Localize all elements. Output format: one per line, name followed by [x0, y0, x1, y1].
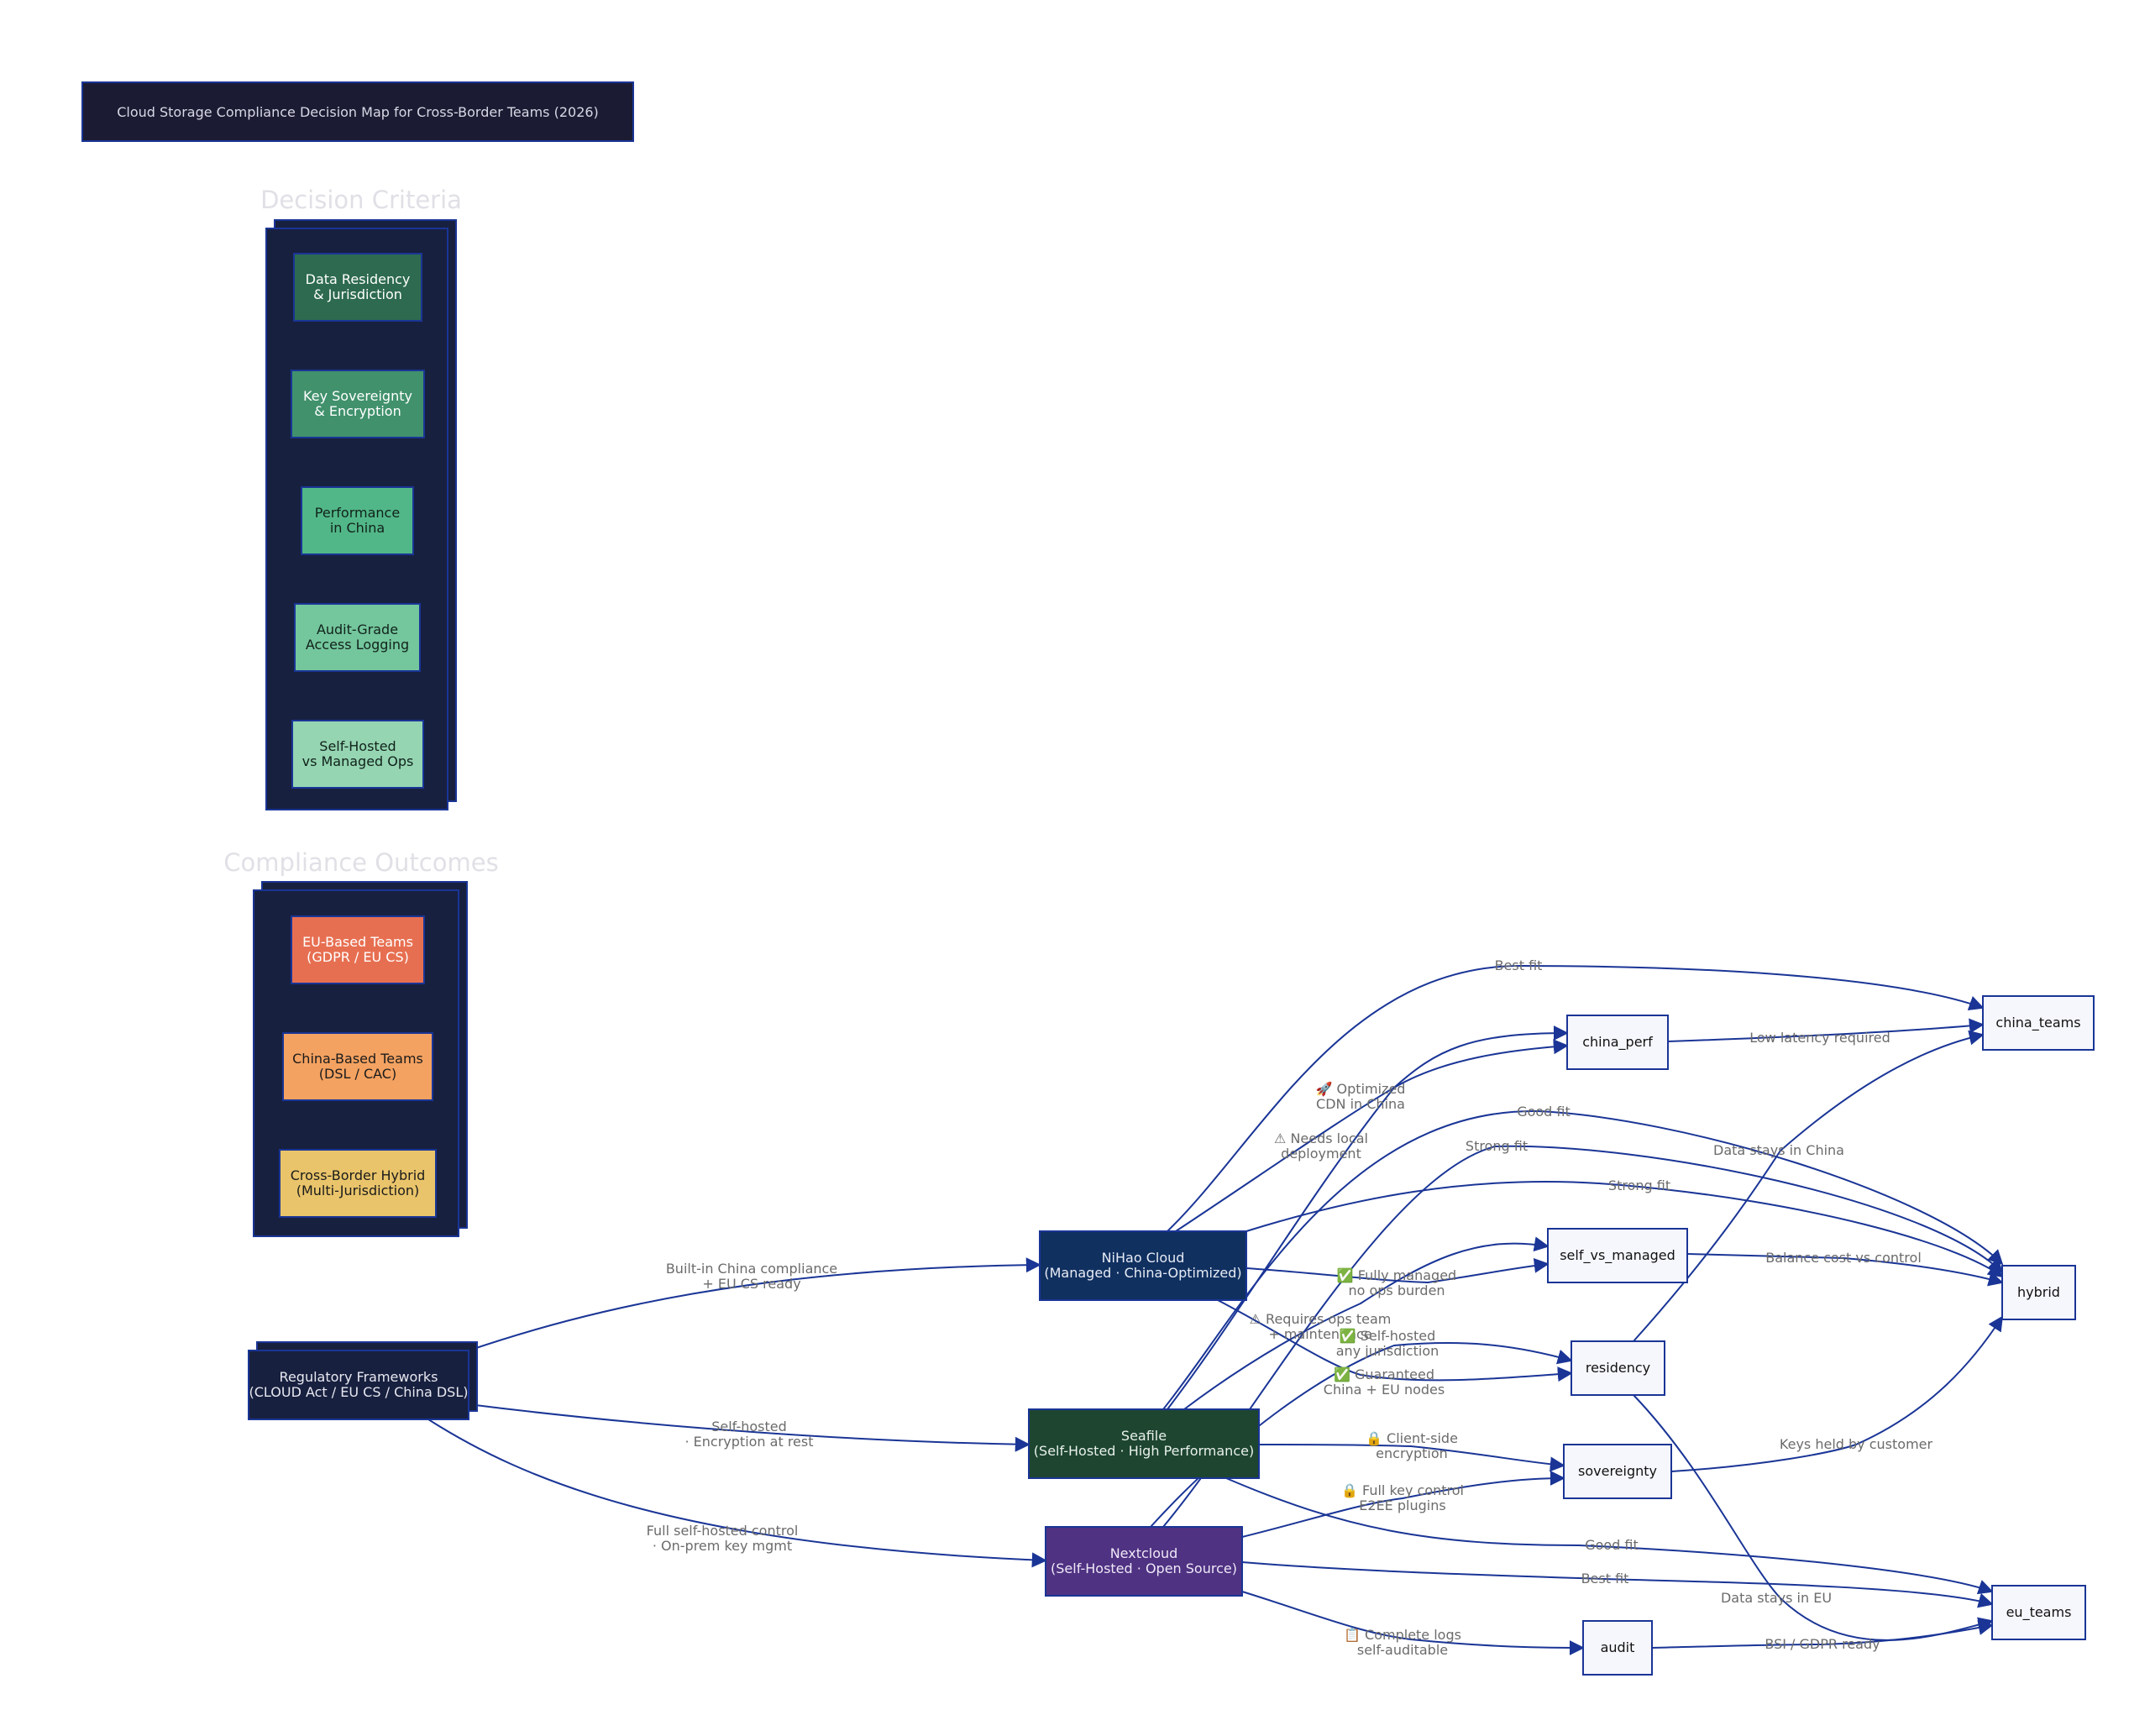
- outcome-item-label: China-Based Teams(DSL / CAC): [292, 1051, 423, 1082]
- node-regulatory[interactable]: [248, 1350, 469, 1420]
- edge-audit-eu: [1651, 1620, 1994, 1649]
- edge-label-self-hybrid: Balance cost vs control: [1765, 1250, 1922, 1266]
- node-label-self-vs-managed: self_vs_managed: [1560, 1247, 1675, 1264]
- node-audit[interactable]: [1582, 1620, 1653, 1676]
- edge-label-seafile-hybrid: Good fit: [1517, 1104, 1571, 1120]
- node-china-teams[interactable]: [1982, 995, 2095, 1051]
- edge-label-reg-seafile: Self-hosted· Encryption at rest: [685, 1419, 814, 1450]
- edge-nihao-residency: [1217, 1299, 1573, 1382]
- edge-label-seafile-eu: Good fit: [1585, 1537, 1639, 1553]
- criteria-item-0: [293, 253, 422, 322]
- edge-nextcloud-audit: [1241, 1591, 1585, 1655]
- node-label-nihao: NiHao Cloud(Managed · China-Optimized): [1044, 1250, 1241, 1281]
- node-label-china-teams: china_teams: [1995, 1015, 2080, 1031]
- outcome-item-0: [291, 915, 425, 984]
- criteria-item-label: Data Residency& Jurisdiction: [306, 271, 411, 302]
- criteria-item-1: [291, 370, 425, 438]
- node-nextcloud[interactable]: [1045, 1526, 1243, 1597]
- edge-label-reg-nextcloud: Full self-hosted control· On-prem key mg…: [647, 1523, 799, 1554]
- edge-reg-nextcloud: [427, 1419, 1047, 1568]
- node-china-perf[interactable]: [1566, 1015, 1669, 1070]
- edge-seafile-self: [1183, 1236, 1550, 1410]
- edge-label-nihao-hybrid: Strong fit: [1608, 1177, 1670, 1193]
- diagram-title: Cloud Storage Compliance Decision Map fo…: [117, 104, 599, 120]
- node-label-residency: residency: [1586, 1360, 1650, 1376]
- edge-nihao-china-perf: [1175, 1025, 1569, 1232]
- node-label-nextcloud: Nextcloud(Self-Hosted · Open Source): [1051, 1545, 1237, 1576]
- edge-nextcloud-sovereignty: [1241, 1471, 1565, 1538]
- criteria-item-3: [294, 603, 421, 672]
- edge-nihao-hybrid: [1245, 1181, 2004, 1278]
- node-nihao[interactable]: [1039, 1230, 1247, 1301]
- edge-label-residency-eu: Data stays in EU: [1721, 1590, 1832, 1606]
- edge-reg-nihao: [468, 1257, 1041, 1351]
- node-label-audit: audit: [1601, 1639, 1635, 1655]
- edge-label-audit-eu: BSI / GDPR ready: [1765, 1636, 1880, 1652]
- node-label-seafile: Seafile(Self-Hosted · High Performance): [1034, 1428, 1254, 1459]
- criteria-group-title: Decision Criteria: [260, 186, 462, 214]
- node-residency[interactable]: [1571, 1340, 1665, 1396]
- edge-nihao-china-teams: [1167, 964, 1985, 1232]
- node-label-regulatory: Regulatory Frameworks(CLOUD Act / EU CS …: [249, 1369, 469, 1400]
- node-self-vs-managed[interactable]: [1547, 1228, 1688, 1283]
- outcome-item-label: EU-Based Teams(GDPR / EU CS): [302, 934, 413, 965]
- edge-nihao-self: [1245, 1257, 1550, 1284]
- edge-label-nihao-china-teams: Best fit: [1495, 957, 1543, 973]
- edge-seafile-sovereignty: [1258, 1444, 1565, 1472]
- node-eu-teams[interactable]: [1991, 1585, 2086, 1640]
- edge-label-nextcloud-eu: Best fit: [1581, 1571, 1629, 1587]
- edge-residency-china-teams: [1633, 1030, 1985, 1342]
- edge-label-china-perf-china-teams: Low latency required: [1749, 1030, 1890, 1046]
- node-label-china-perf: china_perf: [1582, 1034, 1653, 1051]
- node-seafile[interactable]: [1028, 1408, 1260, 1479]
- edge-reg-seafile: [468, 1403, 1030, 1452]
- node-label-hybrid: hybrid: [2017, 1284, 2060, 1300]
- edge-label-reg-nihao: Built-in China compliance+ EU CS ready: [666, 1261, 837, 1292]
- outcomes-group-title: Compliance Outcomes: [223, 848, 498, 877]
- node-sovereignty[interactable]: [1563, 1444, 1672, 1499]
- node-hybrid[interactable]: [2001, 1265, 2076, 1320]
- outcome-item-label: Cross-Border Hybrid(Multi-Jurisdiction): [291, 1167, 426, 1198]
- edge-china-perf-china-teams: [1667, 1018, 1985, 1042]
- outcome-item-1: [282, 1032, 433, 1101]
- title-bar: [81, 81, 634, 142]
- edge-label-nextcloud-hybrid: Strong fit: [1466, 1138, 1528, 1154]
- node-label-eu-teams: eu_teams: [2006, 1604, 2072, 1621]
- node-label-sovereignty: sovereignty: [1578, 1463, 1657, 1479]
- edge-nextcloud-eu: [1241, 1561, 1994, 1608]
- edge-label-seafile-self: ⚠ Requires ops team+ maintenance: [1250, 1311, 1392, 1342]
- edge-seafile-eu: [1225, 1477, 1994, 1595]
- edge-nextcloud-hybrid: [1162, 1145, 2004, 1528]
- criteria-item-label: Key Sovereignty& Encryption: [303, 388, 412, 419]
- edge-sovereignty-hybrid: [1670, 1315, 2003, 1472]
- edge-label-residency-china-teams: Data stays in China: [1713, 1142, 1844, 1158]
- edge-label-sovereignty-hybrid: Keys held by customer: [1780, 1436, 1933, 1452]
- outcome-item-2: [279, 1149, 437, 1218]
- criteria-item-2: [301, 486, 414, 555]
- edge-self-hybrid: [1686, 1253, 2004, 1287]
- criteria-item-4: [291, 720, 424, 789]
- edge-seafile-china-perf: [1167, 1039, 1569, 1410]
